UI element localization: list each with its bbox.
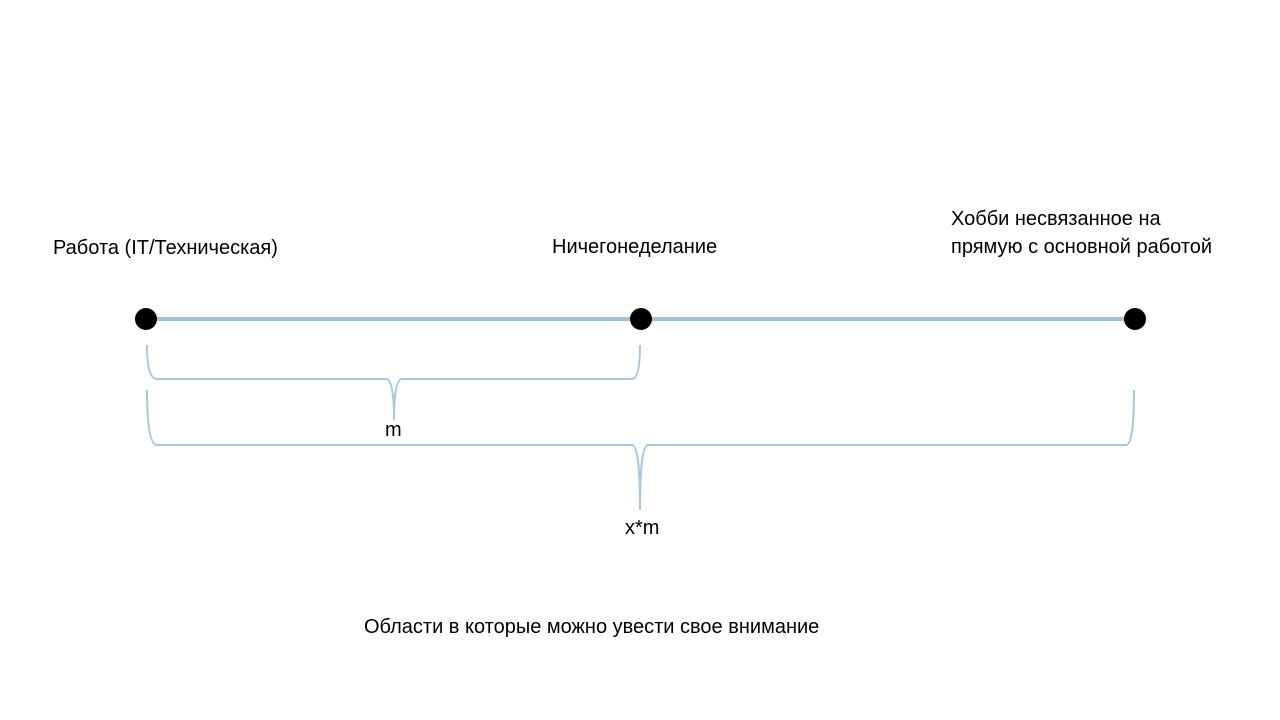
node-idle-marker xyxy=(630,308,652,330)
brace-m xyxy=(146,344,641,421)
node-hobby-label: Хобби несвязанное на прямую с основной р… xyxy=(951,205,1212,261)
node-idle-label: Ничегонеделание xyxy=(552,236,718,258)
node-hobby-label-line-1: Хобби несвязанное на xyxy=(951,208,1161,230)
node-hobby-label-line-2: прямую с основной работой xyxy=(951,236,1213,258)
node-hobby-marker xyxy=(1124,308,1146,330)
node-work-marker xyxy=(135,308,157,330)
brace-m-label: m xyxy=(385,419,402,441)
diagram-caption: Области в которые можно увести свое вним… xyxy=(364,616,820,638)
node-work-label: Работа (IT/Техническая) xyxy=(53,237,278,259)
brace-xm xyxy=(146,389,1135,511)
brace-xm-label: x*m xyxy=(625,517,660,539)
